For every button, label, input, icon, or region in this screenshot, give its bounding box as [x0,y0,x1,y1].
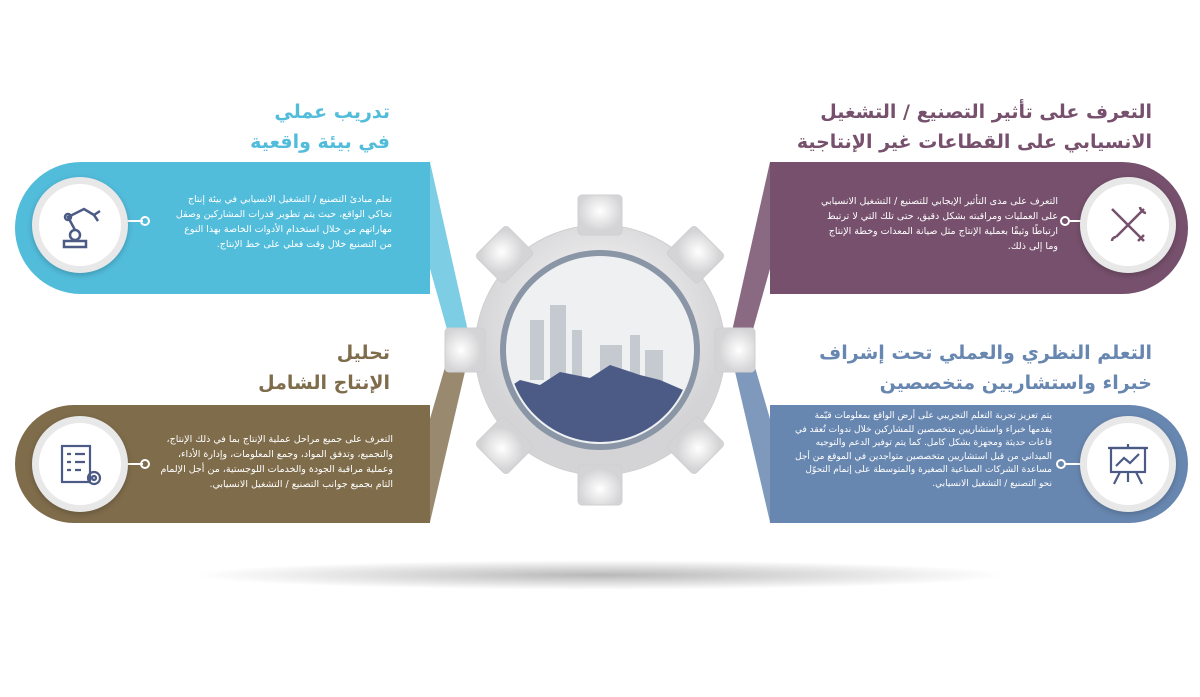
title-line: خبراء واستشاريين متخصصين [879,372,1152,394]
title-line: تدريب عملي [274,101,390,123]
section-title-expert-learning: التعلم النظري والعملي تحت إشراف خبراء وا… [760,338,1152,398]
title-line: التعرف على تأثير التصنيع / التشغيل [820,101,1152,123]
connector-line [1065,463,1087,465]
section-body: تعلم مبادئ التصنيع / التشغيل الانسيابي ف… [175,194,392,250]
connector-line [125,220,143,222]
section-body: التعرف على جميع مراحل عملية الإنتاج بما … [160,434,394,490]
title-line: في بيئة واقعية [250,131,390,153]
presentation-board-icon [1108,444,1148,485]
icon-circle [32,177,128,273]
title-line: الإنتاج الشامل [258,372,390,394]
section-title-practical-training: تدريب عملي في بيئة واقعية [150,97,390,157]
robot-arm-icon [62,207,101,249]
central-gear [444,194,756,506]
icon-circle [1080,177,1176,273]
section-title-impact: التعرف على تأثير التصنيع / التشغيل الانس… [760,97,1152,157]
tools-icon [1110,206,1147,242]
connector-dot [140,459,150,469]
connector-line [125,463,143,465]
section-body: يتم تعزيز تجربة التعلم التجريبي على أرض … [794,411,1052,489]
floor-shadow [190,560,1010,590]
connector-dot [140,216,150,226]
connector-line [1069,220,1089,222]
title-line: الانسيابي على القطاعات غير الإنتاجية [796,131,1152,153]
icon-circle [1080,416,1176,512]
section-body: التعرف على مدى التأثير الإيجابي للتصنيع … [821,196,1058,252]
checklist-gear-icon [60,444,102,486]
title-line: التعلم النظري والعملي تحت إشراف [819,342,1152,364]
icon-circle [32,416,128,512]
title-line: تحليل [336,342,390,364]
section-title-analysis: تحليل الإنتاج الشامل [150,338,390,398]
